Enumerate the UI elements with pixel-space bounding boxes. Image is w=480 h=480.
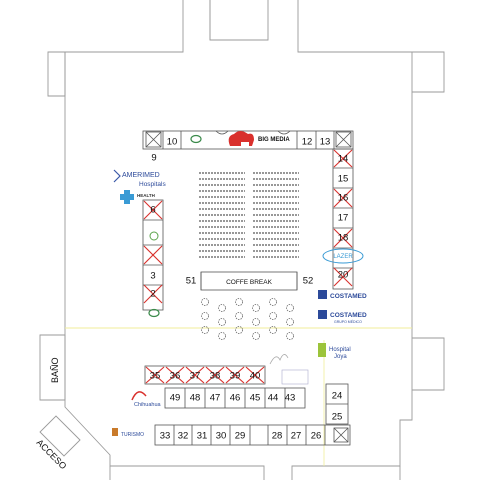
- round-table: [252, 332, 260, 340]
- green-leaf-logo: [149, 231, 159, 241]
- svg-text:33: 33: [160, 431, 171, 442]
- svg-text:37: 37: [190, 371, 201, 382]
- svg-text:Hospital: Hospital: [329, 347, 351, 353]
- round-table: [269, 298, 277, 306]
- round-table: [201, 312, 209, 320]
- svg-text:15: 15: [338, 174, 349, 185]
- svg-text:20: 20: [338, 270, 349, 281]
- svg-text:24: 24: [332, 391, 343, 402]
- svg-text:3: 3: [150, 271, 155, 282]
- round-table: [235, 312, 243, 320]
- svg-text:31: 31: [197, 431, 208, 442]
- round-table: [252, 304, 260, 312]
- svg-text:HEALTH: HEALTH: [137, 193, 155, 198]
- svg-text:36: 36: [170, 371, 181, 382]
- round-tables: [201, 298, 294, 340]
- auditorium-seating: [199, 172, 299, 258]
- booth-numbers: 9 10 12 13 14 15 16 17 18 20 6 3 2 51 52…: [150, 137, 349, 442]
- round-table: [286, 332, 294, 340]
- svg-text:26: 26: [311, 431, 322, 442]
- svg-text:TURISMO: TURISMO: [121, 432, 144, 438]
- svg-text:9: 9: [151, 153, 156, 164]
- svg-text:40: 40: [250, 371, 261, 382]
- svg-text:44: 44: [268, 393, 279, 404]
- svg-text:38: 38: [210, 371, 221, 382]
- round-table: [286, 304, 294, 312]
- acceso-label: ACCESO: [35, 437, 69, 471]
- svg-text:Joya: Joya: [334, 354, 347, 360]
- svg-text:16: 16: [338, 193, 349, 204]
- big-media-logo: BIG MEDIA: [228, 131, 290, 146]
- svg-text:30: 30: [216, 431, 227, 442]
- bano-label: BAÑO: [50, 357, 60, 383]
- round-table: [286, 318, 294, 326]
- svg-text:12: 12: [302, 137, 313, 148]
- svg-text:GRUPO MÉDICO: GRUPO MÉDICO: [334, 319, 362, 324]
- svg-text:10: 10: [167, 137, 178, 148]
- svg-text:35: 35: [150, 371, 161, 382]
- svg-text:25: 25: [332, 412, 343, 423]
- round-table: [218, 332, 226, 340]
- coffee-break-label: COFFE BREAK: [226, 279, 273, 286]
- svg-text:49: 49: [170, 393, 181, 404]
- health-logo: HEALTH: [120, 190, 155, 204]
- svg-text:43: 43: [285, 393, 296, 404]
- svg-text:51: 51: [186, 276, 197, 287]
- svg-text:17: 17: [338, 213, 349, 224]
- round-table: [269, 312, 277, 320]
- svg-text:28: 28: [272, 431, 283, 442]
- chihuahua-logo: Chihuahua: [131, 391, 162, 408]
- svg-text:47: 47: [210, 393, 221, 404]
- svg-text:2: 2: [150, 289, 155, 300]
- svg-text:29: 29: [235, 431, 246, 442]
- svg-text:48: 48: [190, 393, 201, 404]
- round-table: [218, 318, 226, 326]
- round-table: [235, 326, 243, 334]
- badge-logo: [281, 369, 309, 385]
- svg-text:39: 39: [230, 371, 241, 382]
- svg-text:Hospitals: Hospitals: [139, 181, 166, 188]
- coffee-break-area: [200, 271, 298, 291]
- svg-text:COSTAMED: COSTAMED: [330, 293, 367, 300]
- signature-mark: [269, 354, 289, 365]
- bottom-booth-rows: [144, 365, 351, 446]
- svg-text:Chihuahua: Chihuahua: [134, 402, 162, 408]
- top-booth-row: [142, 130, 354, 150]
- round-table: [201, 298, 209, 306]
- costamed-logo-2: COSTAMED GRUPO MÉDICO: [318, 310, 367, 324]
- svg-text:6: 6: [150, 205, 155, 216]
- round-table: [218, 304, 226, 312]
- round-table: [269, 326, 277, 334]
- cancelled-booth-marks: [143, 149, 353, 384]
- svg-text:46: 46: [230, 393, 241, 404]
- svg-text:COSTAMED: COSTAMED: [330, 312, 367, 319]
- svg-text:32: 32: [178, 431, 189, 442]
- building-walls: [39, 0, 445, 480]
- svg-text:LAZER: LAZER: [333, 254, 353, 260]
- hospital-joya-logo: Hospital Joya: [318, 343, 351, 360]
- round-table: [235, 298, 243, 306]
- svg-text:BIG MEDIA: BIG MEDIA: [258, 137, 290, 143]
- right-booth-column: [332, 148, 354, 290]
- svg-text:AMERIMED: AMERIMED: [122, 172, 160, 179]
- lazer-logo: LAZER: [322, 248, 364, 264]
- svg-text:14: 14: [338, 154, 349, 165]
- round-table: [201, 326, 209, 334]
- svg-text:18: 18: [338, 233, 349, 244]
- eye-logo-left: [148, 308, 160, 318]
- svg-text:27: 27: [291, 431, 302, 442]
- svg-text:52: 52: [303, 276, 314, 287]
- amerimed-logo: AMERIMED Hospitals: [113, 169, 166, 188]
- costamed-logo-1: COSTAMED: [318, 290, 367, 300]
- eye-logo-top: [190, 134, 202, 144]
- svg-text:13: 13: [320, 137, 331, 148]
- round-table: [252, 318, 260, 326]
- svg-text:45: 45: [250, 393, 261, 404]
- turismo-logo: TURISMO: [112, 428, 144, 438]
